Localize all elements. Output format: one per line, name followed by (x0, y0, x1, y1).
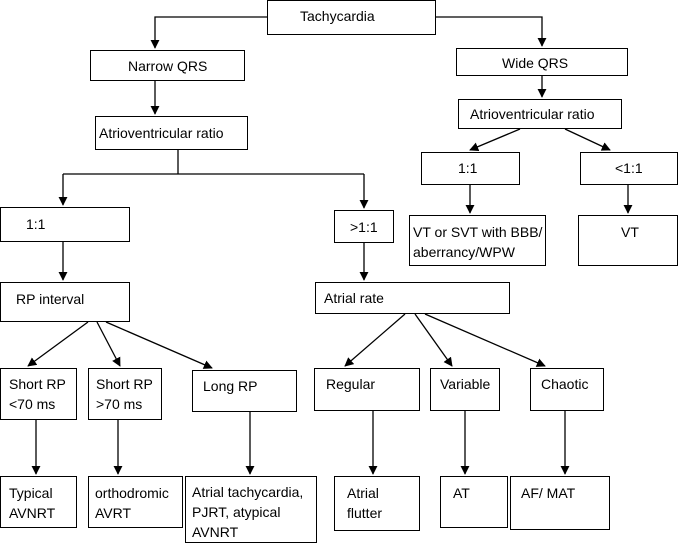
connector-rp-shortgt70 (96, 321, 121, 367)
connector-avratio-split (63, 150, 364, 175)
node-short-rp-lt70: Short RP <70 ms (0, 368, 77, 420)
connector-tachycardia-wide (436, 16, 547, 47)
node-tachycardia-label: Tachycardia (300, 8, 375, 24)
node-at-label: AT (453, 485, 470, 501)
node-at: AT (440, 476, 508, 528)
node-af-mat: AF/ MAT (510, 476, 610, 530)
node-narrow-qrs: Narrow QRS (90, 50, 245, 81)
connector-rate-regular (344, 313, 406, 367)
node-narrow-gt1to1-label: >1:1 (350, 219, 378, 235)
node-rp-interval: RP interval (0, 282, 130, 322)
connector-rate-chaotic (424, 313, 546, 367)
node-long-rp: Long RP (192, 370, 297, 412)
node-wide-1to1: 1:1 (421, 152, 520, 185)
connector-rp-longrp (105, 321, 213, 369)
connector-tachycardia-narrow (150, 16, 267, 49)
node-narrow-1to1: 1:1 (0, 207, 130, 242)
node-av-ratio-wide-label: Atrioventricular ratio (470, 106, 595, 122)
connector-wide-avratio-lt1to1 (564, 128, 611, 151)
node-chaotic: Chaotic (530, 368, 604, 411)
node-short-rp-lt70-label: Short RP <70 ms (9, 376, 66, 412)
node-av-ratio-narrow: Atrioventricular ratio (95, 116, 248, 150)
node-long-rp-label: Long RP (203, 378, 258, 394)
node-narrow-1to1-label: 1:1 (26, 216, 46, 232)
node-wide-vt-svt: VT or SVT with BBB/ aberrancy/WPW (409, 215, 546, 266)
node-wide-qrs-label: Wide QRS (502, 55, 569, 71)
node-regular-label: Regular (326, 376, 376, 392)
node-long-rp-dx: Atrial tachycardia, PJRT, atypical AVNRT (185, 476, 317, 543)
node-typical-avnrt-label: Typical AVNRT (9, 485, 56, 521)
node-atrial-rate: Atrial rate (315, 282, 510, 314)
node-av-ratio-narrow-label: Atrioventricular ratio (99, 125, 224, 141)
connector-wide-avratio-1to1 (469, 128, 521, 152)
node-wide-lt1to1: <1:1 (580, 152, 678, 185)
node-regular: Regular (314, 368, 420, 411)
node-orthodromic-avrt: orthodromic AVRT (88, 476, 183, 528)
connector-rate-variable (414, 313, 453, 367)
node-wide-1to1-label: 1:1 (458, 160, 478, 176)
node-tachycardia: Tachycardia (267, 0, 436, 35)
node-af-mat-label: AF/ MAT (521, 485, 576, 501)
node-atrial-flutter-label: Atrial flutter (347, 485, 383, 521)
node-short-rp-gt70-label: Short RP >70 ms (96, 376, 153, 412)
connector-rp-shortlt70 (27, 321, 89, 367)
node-atrial-rate-label: Atrial rate (324, 290, 384, 306)
node-orthodromic-avrt-label: orthodromic AVRT (95, 485, 169, 521)
node-typical-avnrt: Typical AVNRT (0, 476, 77, 528)
node-av-ratio-wide: Atrioventricular ratio (458, 99, 622, 129)
node-wide-vt: VT (578, 215, 678, 266)
node-narrow-qrs-label: Narrow QRS (128, 58, 208, 74)
node-narrow-gt1to1: >1:1 (334, 210, 394, 243)
node-wide-lt1to1-label: <1:1 (615, 160, 643, 176)
node-chaotic-label: Chaotic (541, 376, 589, 392)
node-wide-vt-label: VT (621, 224, 639, 240)
node-wide-vt-svt-label: VT or SVT with BBB/ aberrancy/WPW (413, 224, 543, 260)
node-variable: Variable (430, 368, 500, 411)
node-short-rp-gt70: Short RP >70 ms (88, 368, 162, 420)
node-rp-interval-label: RP interval (16, 291, 85, 307)
node-long-rp-dx-label: Atrial tachycardia, PJRT, atypical AVNRT (192, 484, 304, 540)
node-variable-label: Variable (440, 376, 491, 392)
node-wide-qrs: Wide QRS (456, 48, 628, 76)
node-atrial-flutter: Atrial flutter (334, 476, 420, 531)
